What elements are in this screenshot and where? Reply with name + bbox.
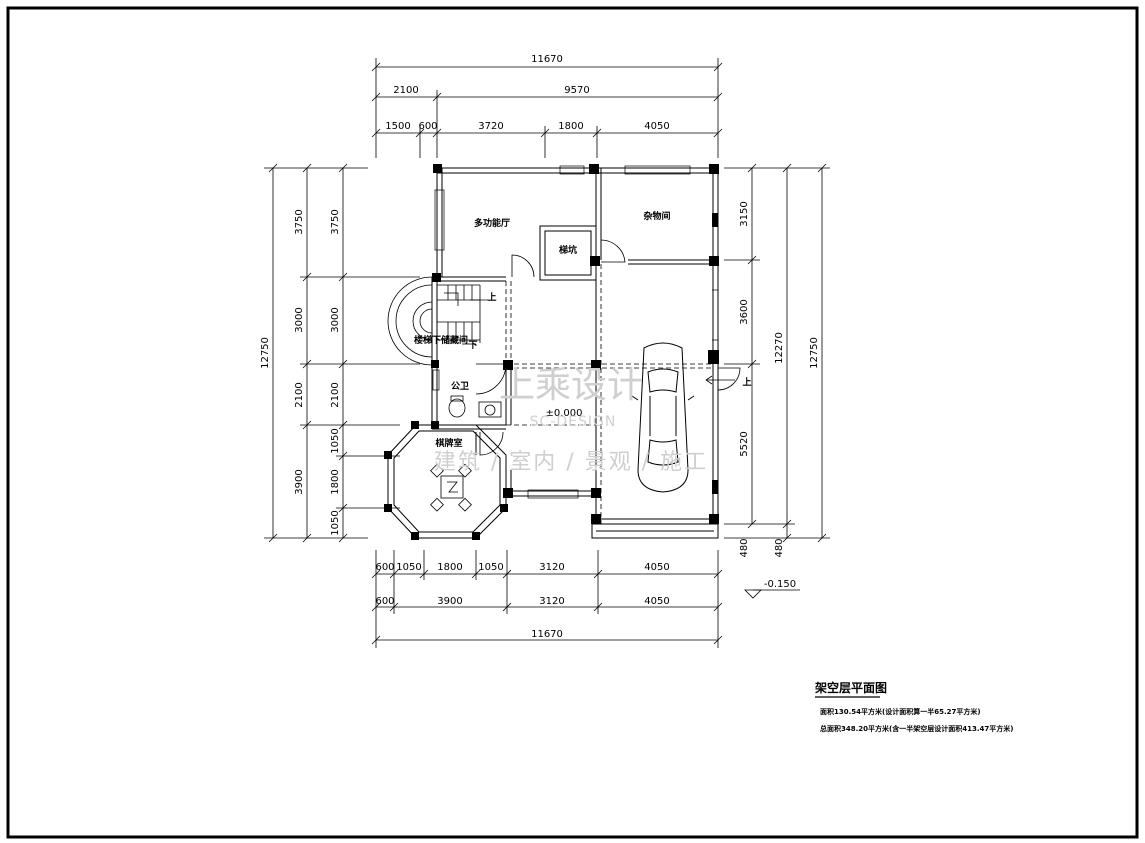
staircase [387, 276, 481, 366]
bottom-dim-4050: 4050 [644, 562, 669, 573]
bottom-total-dim: 11670 [531, 629, 563, 640]
room-label-multi-hall: 多功能厅 [474, 217, 510, 229]
watermark-services: 建筑 / 室内 / 景观 / 施工 [434, 450, 708, 475]
left-mid-dim-3900: 3900 [294, 469, 305, 494]
floor-level-label: ±0.000 [545, 408, 582, 419]
left-outer-dim: 12750 [260, 337, 271, 369]
room-label-storage: 杂物间 [643, 210, 670, 222]
bottom2-dim-4050: 4050 [644, 596, 669, 607]
right-dim-480a: 480 [739, 538, 750, 557]
top-dim-9570: 9570 [564, 85, 589, 96]
room-label-chess-room: 棋牌室 [434, 437, 462, 449]
left-mid-dim-3000: 3000 [294, 307, 305, 332]
room-label-under-stair: 楼梯下储藏间 [414, 334, 468, 346]
level-marker [744, 589, 800, 599]
top-dim-2100: 2100 [393, 85, 418, 96]
chess-room-columns [384, 421, 508, 540]
left-inner-dim-1800: 1800 [330, 469, 341, 494]
watermark-brand: 上乘设计 [499, 365, 643, 406]
bottom2-dim-3120: 3120 [539, 596, 564, 607]
right-dim-3150: 3150 [739, 201, 750, 226]
bottom2-dim-3900: 3900 [437, 596, 462, 607]
top-dim-1500: 1500 [385, 121, 410, 132]
bottom-dim-600: 600 [375, 562, 394, 573]
right-dim-3600: 3600 [739, 299, 750, 324]
beam-lines [505, 264, 713, 524]
outside-level-label: -0.150 [764, 579, 796, 590]
right-mid-dim: 12270 [774, 332, 785, 364]
bottom-dim-3120: 3120 [539, 562, 564, 573]
left-inner-dim-2100: 2100 [330, 382, 341, 407]
area-note-2: 总面积348.20平方米(含一半架空层设计面积413.47平方米) [820, 724, 1013, 733]
windows [432, 165, 718, 499]
left-inner-dim-1050b: 1050 [330, 510, 341, 535]
room-label-toilet: 公卫 [451, 381, 469, 392]
drawing-border [6, 6, 1139, 839]
top-dim-1800: 1800 [558, 121, 583, 132]
stair-up-label: 上 [487, 291, 496, 303]
stair-arrows [462, 299, 488, 345]
car-icon [631, 342, 695, 493]
entry-up-label: 上 [742, 376, 751, 388]
bottom-dim-1050b: 1050 [478, 562, 503, 573]
room-label-elevator: 梯坑 [559, 244, 577, 256]
right-dimensions [724, 163, 830, 543]
right-dim-480b: 480 [774, 538, 785, 557]
top-dim-4050: 4050 [644, 121, 669, 132]
bottom-dimensions [371, 550, 723, 648]
left-dimensions [264, 163, 420, 543]
bottom-dim-1050a: 1050 [396, 562, 421, 573]
entry-arrow [705, 375, 735, 385]
bottom-dim-1800: 1800 [437, 562, 462, 573]
drawing-title: 架空层平面图 [814, 680, 887, 695]
top-dimensions [371, 58, 723, 158]
left-inner-dim-1050a: 1050 [330, 428, 341, 453]
left-inner-dim-3000: 3000 [330, 307, 341, 332]
right-outer-dim: 12750 [809, 337, 820, 369]
bottom2-dim-600: 600 [375, 596, 394, 607]
left-inner-dim-3750: 3750 [330, 209, 341, 234]
left-mid-dim-2100: 2100 [294, 382, 305, 407]
top-dim-3720: 3720 [478, 121, 503, 132]
watermark-brand-en: SC-DESIGN [530, 414, 617, 430]
doors [475, 239, 741, 456]
toilet-fixtures [448, 395, 502, 418]
top-total-dim: 11670 [531, 54, 563, 65]
left-mid-dim-3750: 3750 [294, 209, 305, 234]
right-dim-5520: 5520 [739, 431, 750, 456]
top-dim-600: 600 [418, 121, 437, 132]
mahjong-table [430, 463, 472, 512]
area-note-1: 面积130.54平方米(设计面积算一半65.27平方米) [820, 707, 981, 716]
stair-down-label: 下 [468, 340, 477, 351]
